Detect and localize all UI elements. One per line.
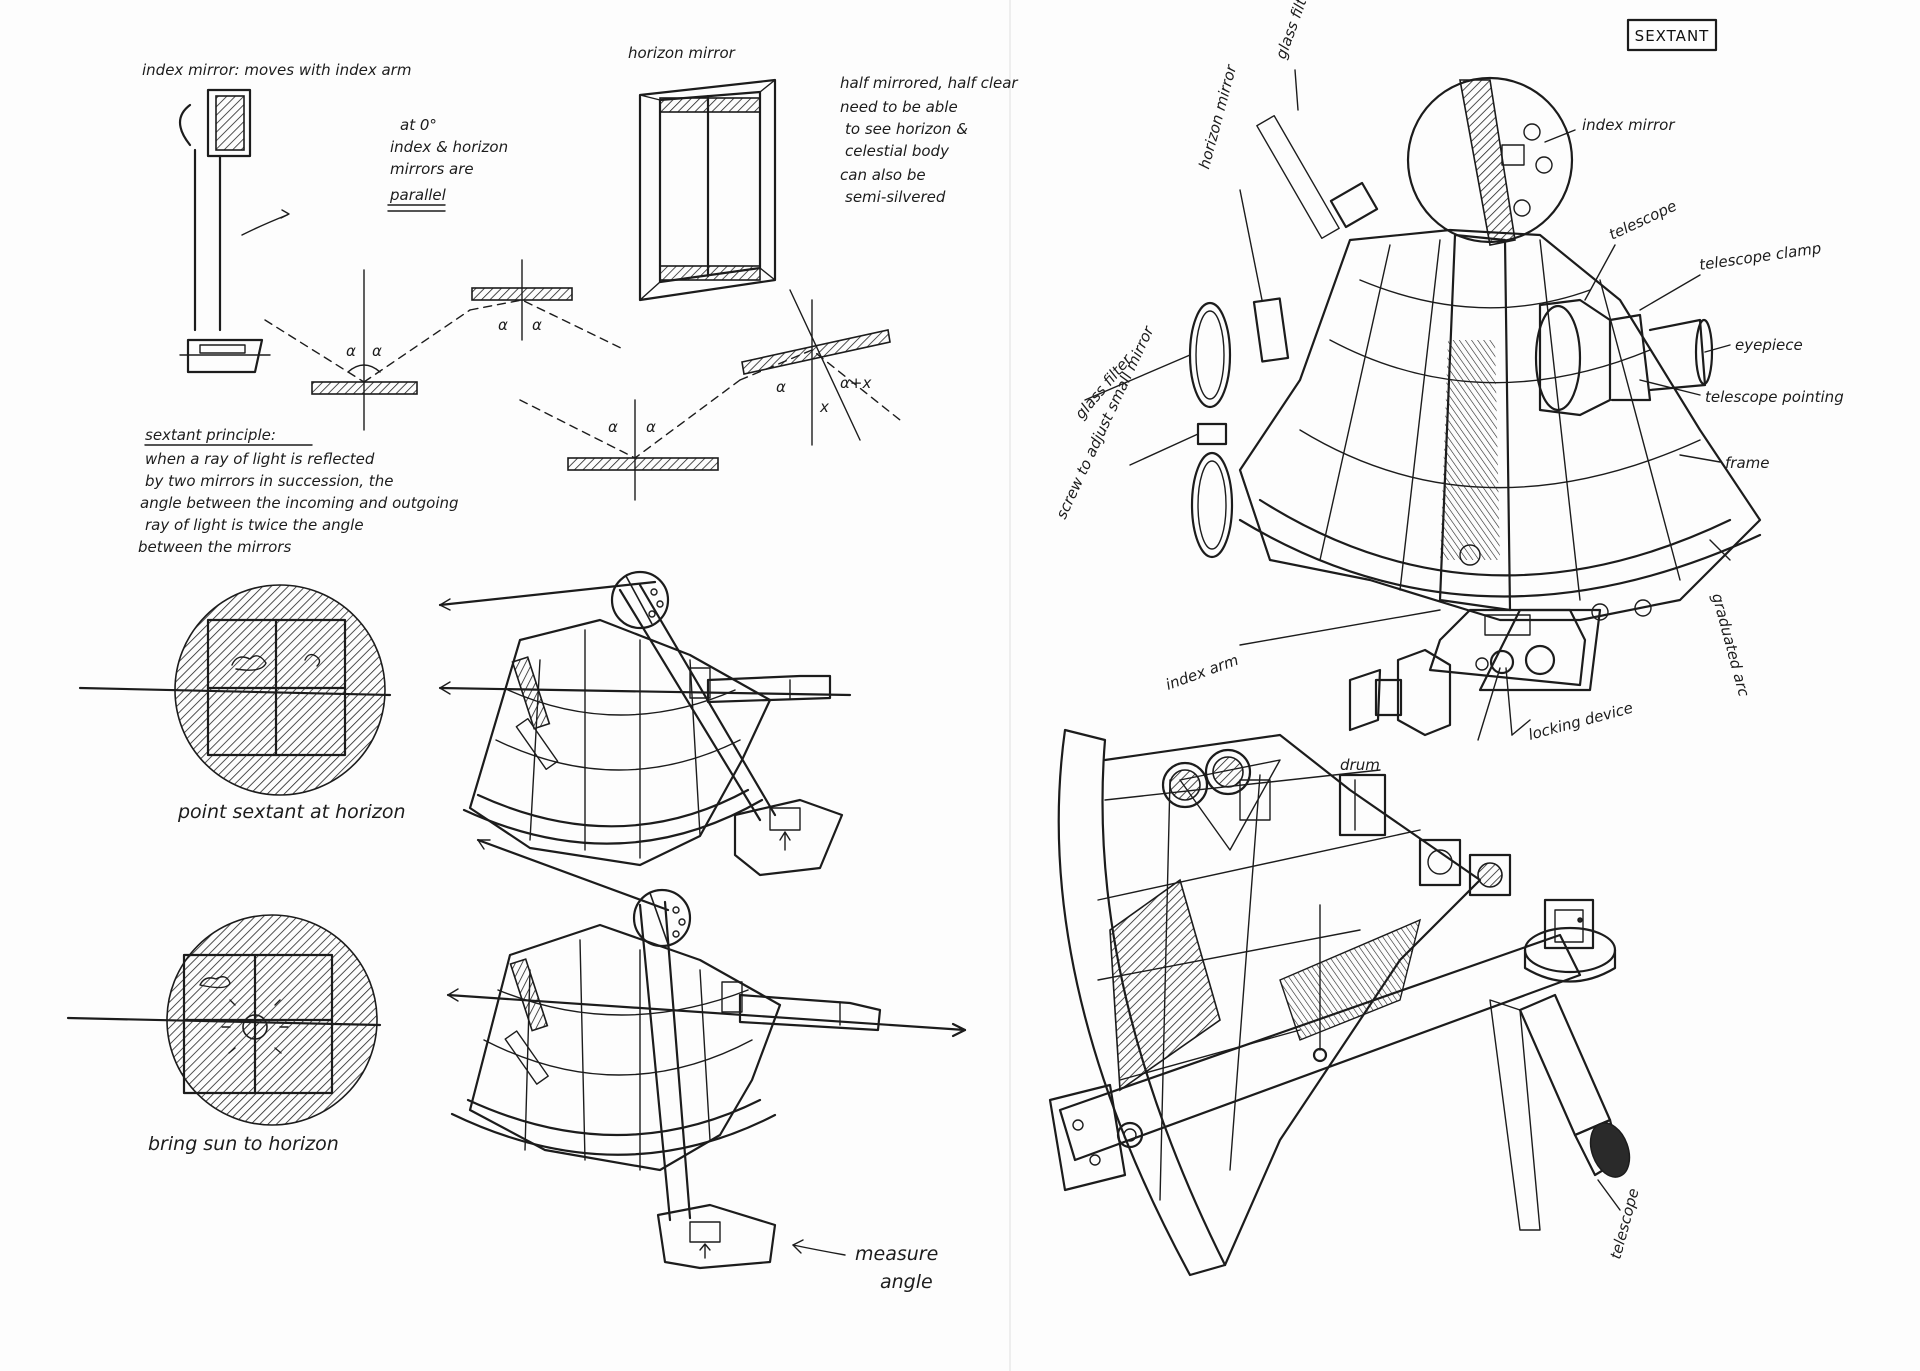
svg-text:by two mirrors in succession,: by two mirrors in succession, the [145,472,393,490]
svg-text:angle between the incoming and: angle between the incoming and outgoing [140,494,459,512]
label-telescope-bottom: telescope [1606,1186,1642,1261]
label-index-mirror: index mirror [1582,116,1675,134]
svg-text:α: α [532,316,542,334]
index-mirror-sketch: index mirror: moves with index arm at 0°… [142,61,508,374]
horizon-note-1: half mirrored, half clear [840,74,1018,92]
label-locking-device: locking device [1526,699,1635,744]
svg-text:α: α [608,418,618,436]
title-box: SEXTANT [1626,18,1718,52]
label-eyepiece: eyepiece [1735,336,1803,354]
svg-text:ray of light is twice the angl: ray of light is twice the angle [145,516,364,534]
page-title: SEXTANT [1635,27,1710,45]
reflection-diagram-1: α α [264,269,471,431]
horizon-mirror-note: horizon mirror [628,44,736,62]
index-mirror-note: index mirror: moves with index arm [142,61,411,79]
measure-label-1: measure [855,1243,938,1265]
at-zero-line4: parallel [389,186,447,204]
reflection-diagram-3: α α [519,379,741,501]
label-screw: screw to adjust small mirror [1052,323,1158,522]
horizon-note-6: semi-silvered [845,188,946,206]
view-circle-sun: bring sun to horizon [66,914,382,1155]
step1-label: point sextant at horizon [177,801,405,823]
svg-text:α: α [498,316,508,334]
sextant-principle-block: sextant principle: when a ray of light i… [138,426,459,556]
horizon-note-3: to see horizon & [845,120,968,138]
svg-text:α: α [776,378,786,396]
label-drum: drum [1340,756,1380,774]
label-glass-filters: glass filters [1272,0,1318,61]
principle-title: sextant principle: [145,426,276,444]
label-telescope-pointing: telescope pointing [1705,388,1844,406]
reflection-diagram-4: α x α+x [739,289,901,446]
measure-label-2: angle [880,1271,933,1293]
reflection-diagram-2: α α [469,259,626,351]
step2-label: bring sun to horizon [148,1133,339,1155]
horizon-note-5: can also be [840,166,926,184]
label-telescope-clamp: telescope clamp [1698,239,1822,274]
svg-text:α: α [372,342,382,360]
label-telescope: telescope [1606,197,1679,244]
at-zero-line1: at 0° [400,116,437,134]
horizon-note-4: celestial body [845,142,950,160]
svg-text:between the mirrors: between the mirrors [138,538,291,556]
at-zero-line3: mirrors are [390,160,474,178]
detailed-sextant: glass filters index mirror horizon mirro… [1052,0,1843,744]
sextant-step2: measure angle [446,838,967,1293]
label-frame: frame [1725,454,1769,472]
sextant-step1 [438,570,852,877]
label-index-arm: index arm [1163,651,1241,694]
horizon-note-2: need to be able [840,98,958,116]
svg-text:when a ray of light is reflect: when a ray of light is reflected [145,450,375,468]
perspective-sextant: drum telescope [1048,728,1643,1277]
svg-text:x: x [819,398,829,416]
view-circle-horizon: point sextant at horizon [78,584,405,823]
svg-text:α: α [646,418,656,436]
at-zero-line2: index & horizon [390,138,508,156]
label-graduated-arc: graduated arc [1708,591,1753,699]
horizon-mirror-sketch: horizon mirror half mirrored, half clear… [628,44,1018,302]
label-horizon-mirror: horizon mirror [1195,62,1240,171]
svg-text:α: α [346,342,356,360]
svg-text:α+x: α+x [840,374,871,392]
